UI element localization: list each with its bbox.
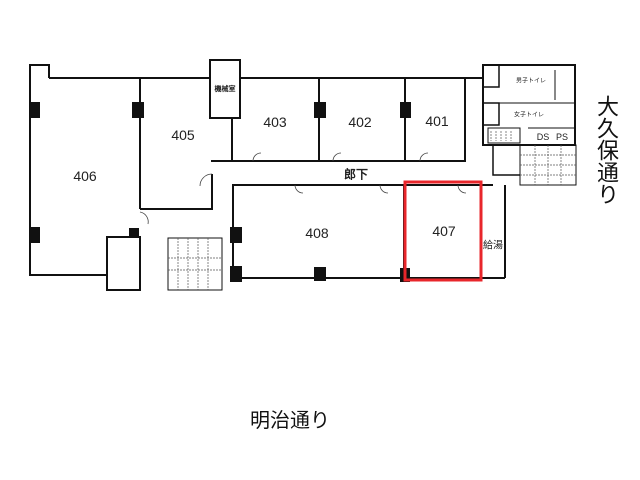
room-402: 402 <box>348 114 372 130</box>
room-403: 403 <box>263 114 287 130</box>
columns <box>30 102 411 282</box>
machine-room-label: 機械室 <box>214 86 236 93</box>
stairs-left <box>167 237 223 291</box>
street-okubo: 大久保通り <box>593 95 618 205</box>
wall-outer-left <box>29 64 107 276</box>
kitchenette-label: 給湯 <box>483 240 503 252</box>
ps-label: PS <box>555 132 569 142</box>
room-405: 405 <box>171 127 195 143</box>
corridor-label: 郎下 <box>343 167 369 182</box>
room-408: 408 <box>305 225 329 241</box>
machine-room <box>209 59 241 119</box>
room-406: 406 <box>73 168 97 184</box>
street-meiji: 明治通り <box>250 408 330 432</box>
room-407: 407 <box>432 223 456 239</box>
mens-toilet-label: 男子トイレ <box>515 78 547 85</box>
room-401: 401 <box>425 113 449 129</box>
womens-toilet-label: 女子トイレ <box>513 112 545 119</box>
highlight-room-407 <box>403 180 483 282</box>
ds-label: DS <box>536 132 550 142</box>
